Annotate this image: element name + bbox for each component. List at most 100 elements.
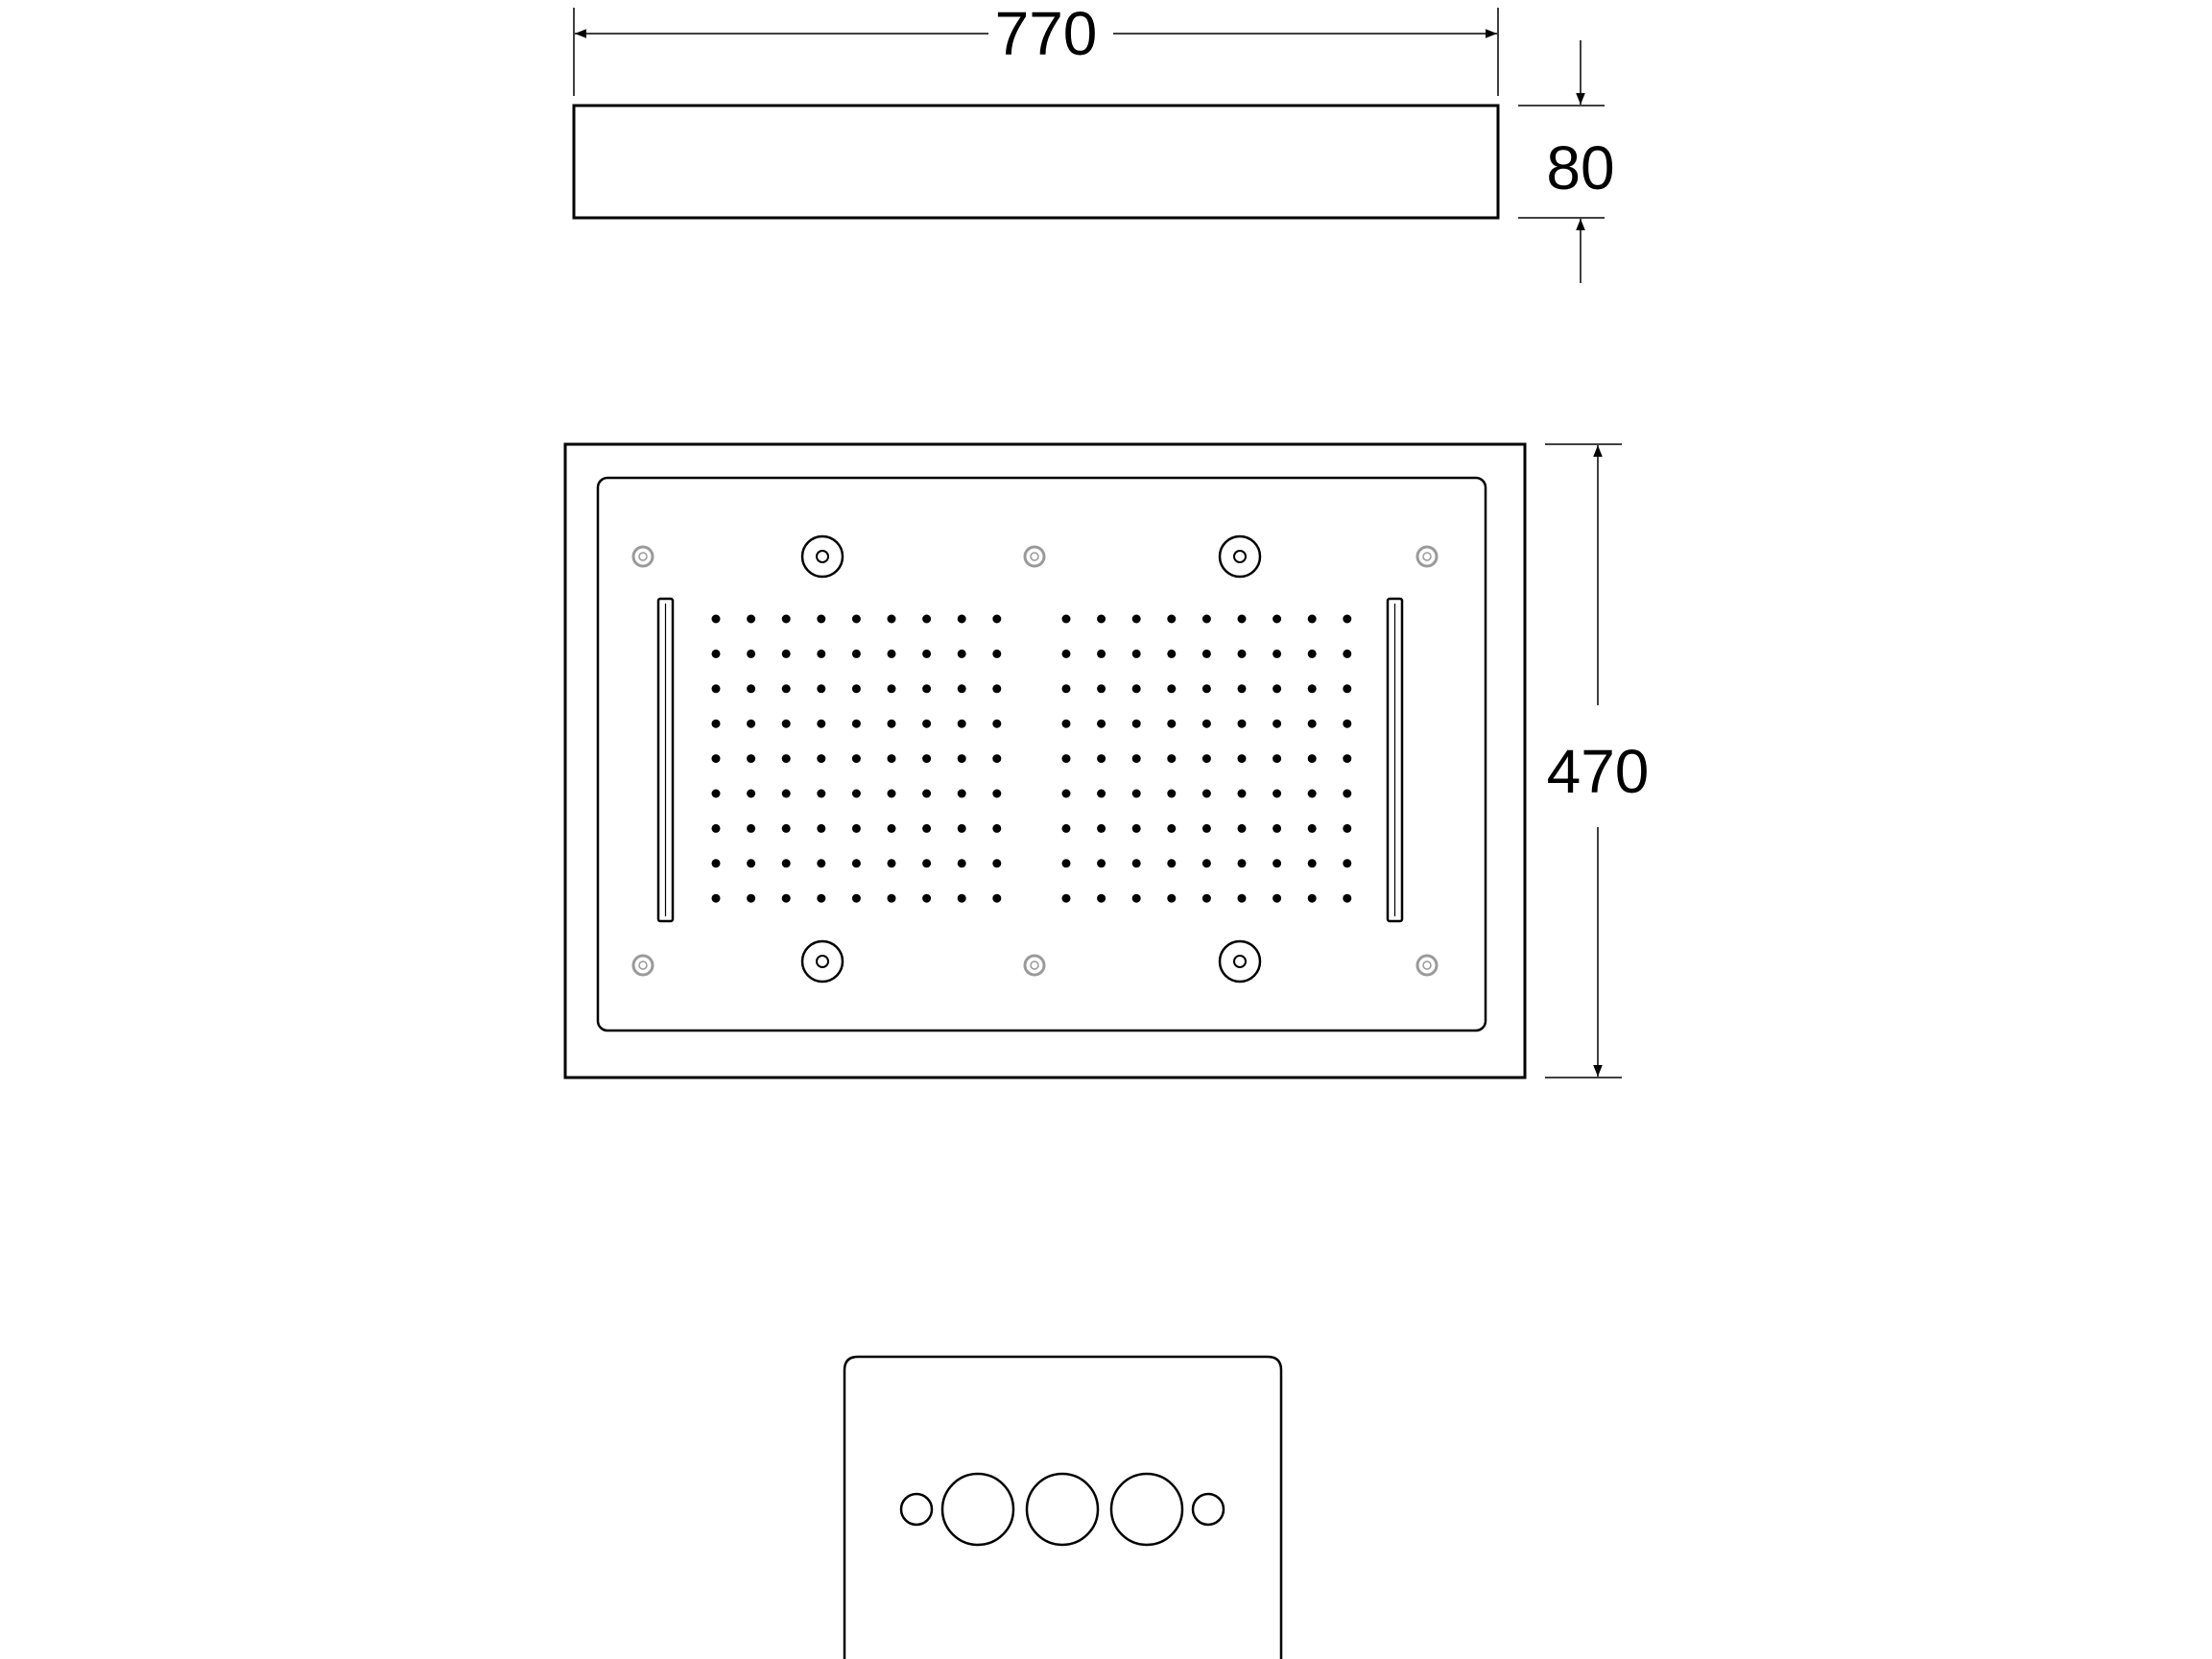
nozzle-dot <box>957 859 966 868</box>
nozzle-dot <box>851 719 861 728</box>
small-circle-icon <box>631 545 654 568</box>
nozzle-dot <box>817 823 826 833</box>
nozzle-dot <box>851 754 861 764</box>
nozzle-dot <box>887 859 896 868</box>
nozzle-dot <box>1343 719 1352 728</box>
nozzle-dot <box>887 614 896 624</box>
nozzle-dot <box>1343 859 1352 868</box>
nozzle-dot <box>781 754 791 764</box>
small-circle-icon <box>1415 545 1439 568</box>
nozzle-dot <box>1307 893 1317 903</box>
nozzle-dot <box>992 859 1002 868</box>
nozzle-dot <box>851 823 861 833</box>
nozzle-dot <box>887 789 896 798</box>
nozzle-dot <box>747 754 756 764</box>
nozzle-dot <box>1061 823 1071 833</box>
nozzle-dot <box>1272 823 1282 833</box>
nozzle-dot <box>1272 649 1282 658</box>
nozzle-dot <box>992 893 1002 903</box>
nozzle-dot <box>1167 893 1177 903</box>
nozzle-dot <box>747 823 756 833</box>
nozzle-dot <box>1237 789 1247 798</box>
nozzle-dot <box>711 893 721 903</box>
nozzle-dot <box>711 684 721 694</box>
nozzle-dot <box>1131 719 1141 728</box>
nozzle-dot <box>711 859 721 868</box>
nozzle-dot <box>887 719 896 728</box>
nozzle-dot <box>1131 893 1141 903</box>
nozzle-dot <box>1237 754 1247 764</box>
nozzle-dot <box>1131 649 1141 658</box>
large-button-2[interactable] <box>1025 1472 1100 1547</box>
nozzle-dot <box>1272 859 1282 868</box>
nozzle-dot <box>1167 789 1177 798</box>
nozzle-dot <box>1237 719 1247 728</box>
height-dimension <box>1518 40 1605 283</box>
nozzle-dot <box>992 684 1002 694</box>
nozzle-dot <box>1237 649 1247 658</box>
led-lights <box>631 545 1439 977</box>
nozzle-dot <box>887 684 896 694</box>
nozzle-dot <box>1167 684 1177 694</box>
nozzle-dot <box>957 684 966 694</box>
nozzle-dot <box>957 719 966 728</box>
nozzle-dot <box>781 893 791 903</box>
nozzle-dot <box>992 754 1002 764</box>
nozzle-dot <box>1097 684 1106 694</box>
nozzle-dot <box>992 614 1002 624</box>
nozzle-dot <box>922 754 932 764</box>
nozzle-dot <box>817 859 826 868</box>
nozzle-dot <box>851 684 861 694</box>
nozzle-dot <box>1131 823 1141 833</box>
large-button-1[interactable] <box>940 1472 1015 1547</box>
nozzle-dot <box>1097 719 1106 728</box>
nozzle-dot <box>1131 789 1141 798</box>
nozzle-dot <box>1307 614 1317 624</box>
nozzle-dot <box>887 754 896 764</box>
nozzle-dot <box>1097 789 1106 798</box>
nozzle-dot <box>887 649 896 658</box>
nozzle-dot <box>711 823 721 833</box>
nozzle-dot <box>1272 893 1282 903</box>
nozzle-dot <box>992 719 1002 728</box>
top-view: 470 <box>563 442 1649 1079</box>
small-circle-icon <box>1023 545 1046 568</box>
small-circle-icon <box>631 954 654 977</box>
nozzle-dot <box>851 649 861 658</box>
nozzle-dot <box>1307 859 1317 868</box>
nozzle-dot <box>1307 649 1317 658</box>
nozzle-dot <box>957 754 966 764</box>
nozzle-dot <box>1097 649 1106 658</box>
large-button-3[interactable] <box>1109 1472 1184 1547</box>
nozzle-dot <box>1237 684 1247 694</box>
nozzle-dot <box>957 893 966 903</box>
nozzle-dot <box>1272 614 1282 624</box>
nozzle-dot <box>957 614 966 624</box>
nozzle-dot <box>851 893 861 903</box>
nozzle-dot <box>922 859 932 868</box>
nozzle-dot <box>747 859 756 868</box>
nozzle-dot <box>747 684 756 694</box>
nozzle-dot <box>1343 789 1352 798</box>
nozzle-dot <box>1061 859 1071 868</box>
nozzle-dot <box>1272 789 1282 798</box>
nozzle-dot <box>817 684 826 694</box>
nozzle-dot <box>922 823 932 833</box>
nozzle-dot <box>1061 649 1071 658</box>
small-button-right[interactable] <box>1191 1492 1225 1527</box>
concentric-circle-icon <box>1218 939 1262 984</box>
nozzle-dot <box>747 893 756 903</box>
nozzle-dot <box>887 823 896 833</box>
nozzle-dot <box>1131 684 1141 694</box>
nozzle-dot <box>1237 893 1247 903</box>
width-label: 770 <box>995 0 1098 68</box>
nozzle-dot <box>1167 754 1177 764</box>
nozzle-dot <box>1343 649 1352 658</box>
small-button-left[interactable] <box>899 1492 934 1527</box>
nozzle-dot <box>711 754 721 764</box>
nozzle-dot <box>1307 684 1317 694</box>
nozzle-dot <box>711 649 721 658</box>
nozzle-dot <box>922 893 932 903</box>
nozzle-dot <box>1343 754 1352 764</box>
nozzle-dot <box>1097 614 1106 624</box>
